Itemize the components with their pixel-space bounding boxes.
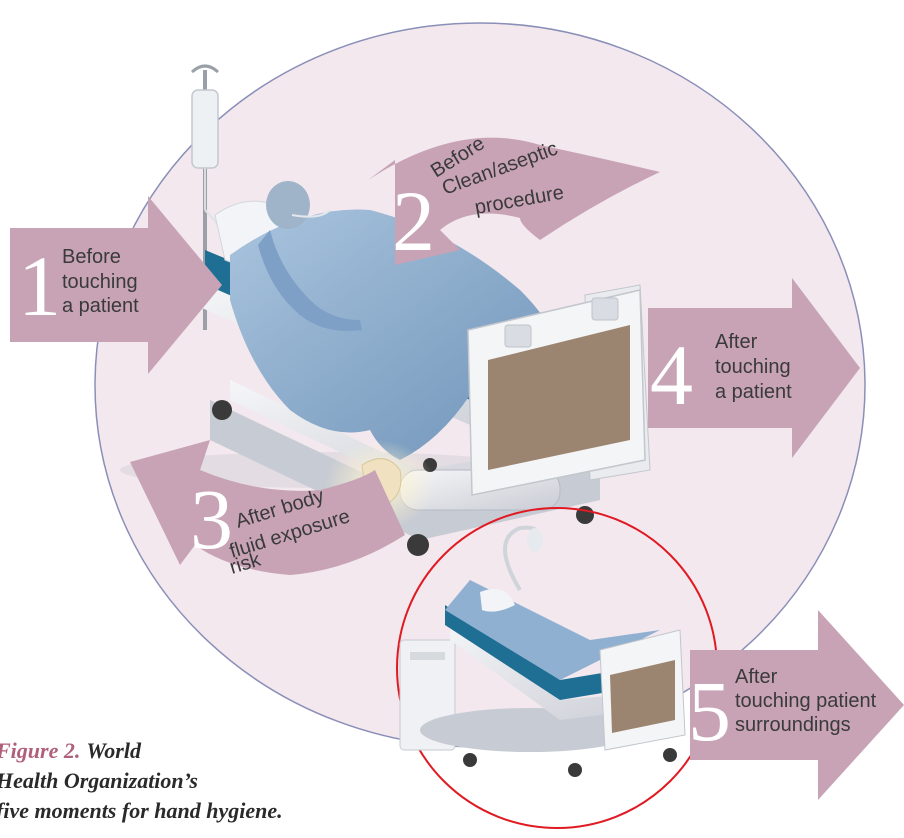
hospital-bed [120,181,651,556]
moment-4-label-line: After [715,331,758,353]
figure-caption: Figure 2.World Health Organization’s fiv… [0,736,316,826]
moment-5-number: 5 [688,663,731,759]
figure-label: Figure 2. [0,738,81,763]
caption-line-1: Figure 2.World [0,736,316,766]
moment-5-label: After touching patient surroundings [735,666,877,736]
moment-4-arrow [648,278,860,458]
moment-1-arrow [10,196,222,374]
moment-1-label: Before touching a patient [62,246,139,317]
moment-4-label-line: a patient [715,381,792,403]
surroundings-bed [399,525,686,777]
caption-text: World [86,738,141,763]
moment-1-label-line: a patient [62,295,139,317]
moment-4-label: After touching a patient [715,331,792,403]
moment-4-number: 4 [650,327,693,423]
caption-line-3: five moments for hand hygiene. [0,798,283,823]
moment-2-arrow [368,137,660,265]
moment-5-label-line: surroundings [735,714,851,736]
moment-1-label-line: Before [62,246,121,268]
moment-1-number: 1 [18,238,61,334]
moment-1-label-line: touching [62,271,138,293]
moment-5-label-line: touching patient [735,690,877,712]
moment-2-number: 2 [392,173,435,269]
moment-5-label-line: After [735,666,778,688]
moment-4-label-line: touching [715,356,791,378]
moment-3-arrow [130,440,405,575]
moment-5-arrow [690,610,904,800]
caption-line-2: Health Organization’s [0,768,198,793]
moment-3-number: 3 [190,471,233,567]
